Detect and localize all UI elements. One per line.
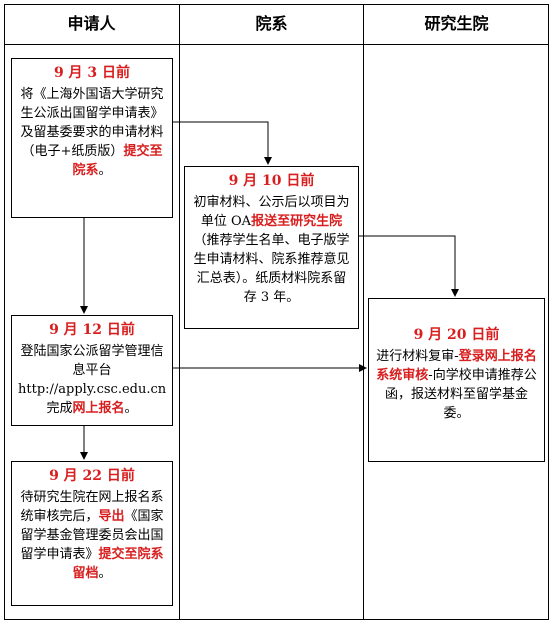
step-1-date: 9 月 3 日前 [53,65,131,81]
step-box-4: 9 月 20 日前 进行材料复审-登录网上报名系统审核-向学校申请推荐公函，报送… [368,298,545,462]
step-5-text: 待研究生院在网上报名系统审核完后， [20,490,164,524]
step-box-5: 9 月 22 日前 待研究生院在网上报名系统审核完后，导出《国家留学基金管理委员… [11,461,173,606]
column-header-applicant: 申请人 [67,14,116,33]
step-5-date: 9 月 22 日前 [49,468,135,484]
swimlane-frame [4,4,549,620]
step-4-date: 9 月 20 日前 [413,327,500,343]
step-5-text-middle: 《国家留学基金管理委员会出国留学申请表》 [20,509,164,562]
step-5-highlight: 导出 [98,509,125,524]
step-1-text-end: 。 [98,163,112,178]
header-divider [4,44,549,45]
step-5-text-end: 。 [98,566,112,581]
step-1-highlight: 提交至院系 [72,144,163,178]
step-2-date: 9 月 10 日前 [228,173,315,189]
column-header-department: 院系 [255,14,288,33]
step-3-highlight: 网上报名 [72,401,125,416]
step-box-2: 9 月 10 日前 初审材料、公示后以项目为单位 OA报送至研究生院 （推荐学生名… [184,166,359,329]
lane-divider-2 [363,4,364,620]
step-3-text: 登陆国家公派留学管理信息平台 http://apply.csc.edu.cn 完… [18,344,167,416]
step-2-highlight: 报送至研究生院 [251,214,343,229]
step-4-text: 进行材料复审- [376,349,459,364]
step-4-highlight: 登录网上报名系统审核 [376,349,537,383]
step-4-text-end: -向学校申请推荐公函，报送材料至留学基金委。 [384,368,537,421]
step-3-date: 9 月 12 日前 [49,322,135,338]
step-2-text-end: （推荐学生名单、电子版学生申请材料、院系推荐意见汇总表）。纸质材料院系留存 3 … [193,233,350,305]
step-box-3: 9 月 12 日前 登陆国家公派留学管理信息平台 http://apply.cs… [11,315,173,426]
step-5-highlight-2: 提交至院系留档 [72,547,164,581]
step-box-1: 9 月 3 日前 将《上海外国语大学研究生公派出国留学申请表》及留基委要求的申请… [11,58,173,218]
step-1-text: 将《上海外国语大学研究生公派出国留学申请表》及留基委要求的申请材料（电子+纸质版… [20,87,164,159]
step-3-text-end: 。 [124,401,138,416]
step-2-text: 初审材料、公示后以项目为单位 OA [193,195,350,229]
lane-divider-1 [179,4,180,620]
column-header-graduate-school: 研究生院 [424,14,489,33]
